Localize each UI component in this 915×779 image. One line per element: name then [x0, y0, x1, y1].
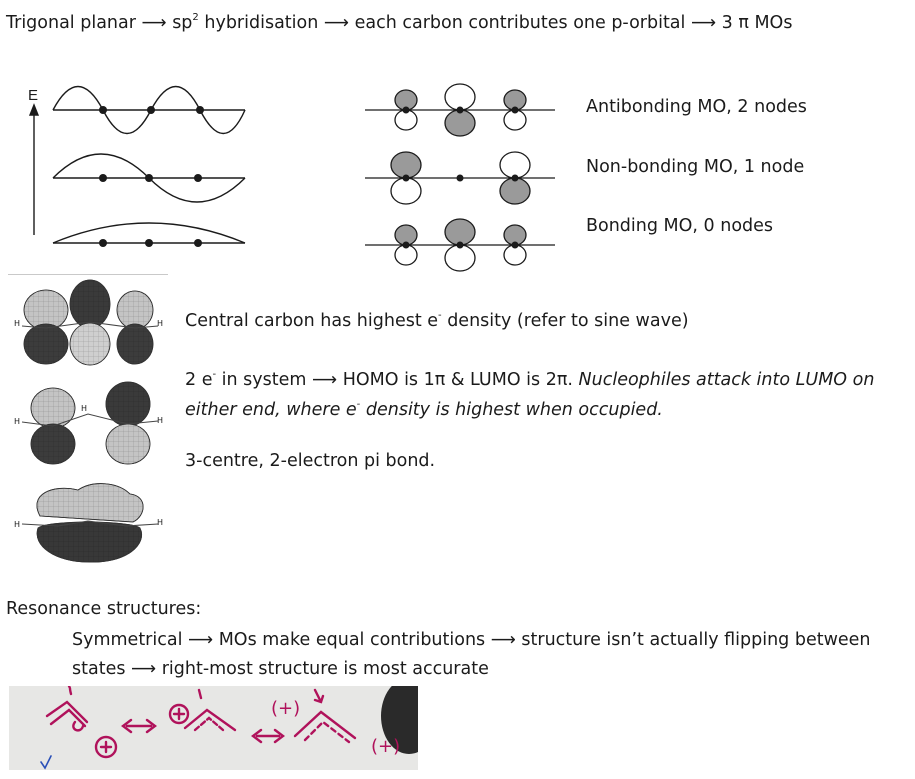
sketch-plus-label: (+)	[371, 736, 400, 757]
resonance-sketch	[9, 686, 418, 770]
sine-wave-diagram	[20, 95, 280, 265]
orbital-render-divider	[8, 274, 168, 275]
h-atom-label: H	[157, 416, 163, 425]
h-atom-label: H	[81, 404, 87, 413]
resonance-line-1: Symmetrical ⟶ MOs make equal contributio…	[72, 629, 871, 651]
h-atom-label: H	[14, 319, 20, 328]
mo-label-antibonding: Antibonding MO, 2 nodes	[586, 96, 807, 118]
h-atom-label: H	[14, 417, 20, 426]
resonance-line-2: states ⟶ right-most structure is most ac…	[72, 658, 489, 680]
paragraph-homo-lumo-cont: either end, where e- density is highest …	[185, 394, 663, 421]
p-orbital-diagram	[360, 85, 560, 265]
orbital-3d-renders	[8, 276, 173, 566]
h-atom-label: H	[14, 520, 20, 529]
h-atom-label: H	[157, 319, 163, 328]
mo-label-bonding: Bonding MO, 0 nodes	[586, 215, 773, 237]
sketch-plus-label: (+)	[271, 698, 300, 719]
intro-line: Trigonal planar ⟶ sp2 hybridisation ⟶ ea…	[6, 7, 792, 34]
resonance-heading: Resonance structures:	[6, 598, 201, 620]
resonance-sketch-photo: (+) (+)	[9, 686, 418, 770]
paragraph-central-carbon: Central carbon has highest e- density (r…	[185, 305, 689, 332]
mo-label-nonbonding: Non-bonding MO, 1 node	[586, 156, 804, 178]
h-atom-label: H	[157, 518, 163, 527]
paragraph-3c2e: 3-centre, 2-electron pi bond.	[185, 450, 435, 472]
paragraph-homo-lumo: 2 e- in system ⟶ HOMO is 1π & LUMO is 2π…	[185, 364, 874, 391]
